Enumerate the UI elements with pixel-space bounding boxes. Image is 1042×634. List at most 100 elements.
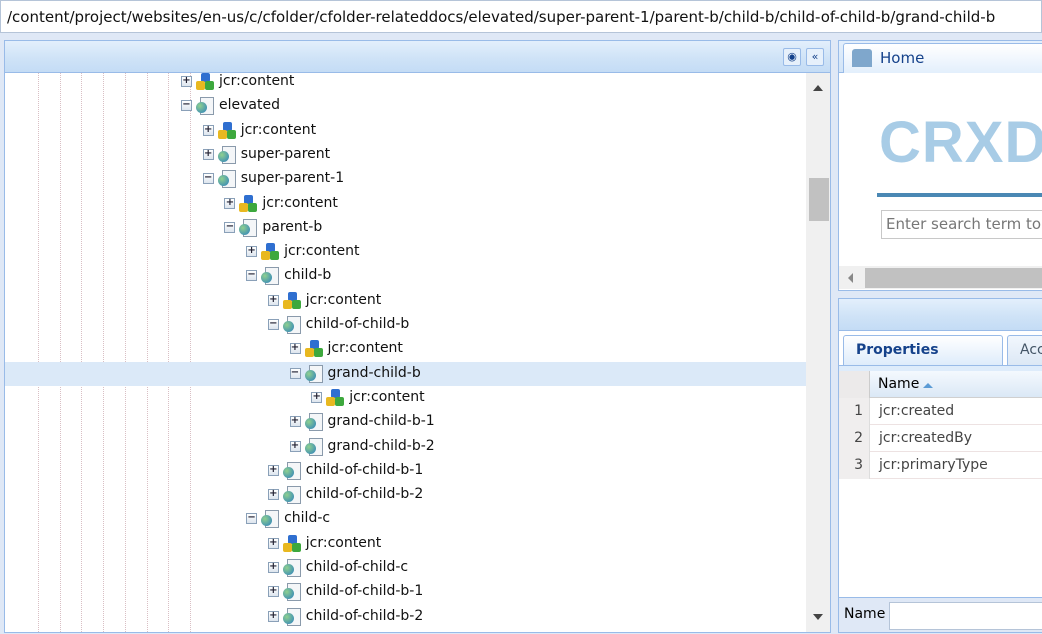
name-input[interactable] xyxy=(889,602,1042,630)
tree-node[interactable]: +jcr:content xyxy=(5,532,807,556)
tree-node[interactable]: + child-of-child-c xyxy=(5,556,807,580)
tree-node[interactable]: + grand-child-b-2 xyxy=(5,435,807,459)
collapse-icon[interactable]: − xyxy=(224,220,236,233)
collapse-icon[interactable]: − xyxy=(202,172,214,185)
expand-icon[interactable]: + xyxy=(267,561,279,573)
collapse-icon[interactable]: − xyxy=(246,269,258,282)
tree-node[interactable]: + jcr:content xyxy=(5,337,807,361)
tree-node[interactable]: −grand-child-b xyxy=(5,361,807,386)
expand-icon[interactable]: + xyxy=(267,585,279,598)
logo-underline xyxy=(877,193,1042,197)
row-number: 1 xyxy=(839,398,870,425)
scroll-up-icon[interactable] xyxy=(813,85,823,91)
collapse-panel-icon[interactable]: « xyxy=(806,48,824,66)
tree-node[interactable]: − child-of-child-b xyxy=(5,313,807,337)
scroll-down-icon[interactable] xyxy=(813,614,823,620)
name-column-header[interactable]: Name xyxy=(878,376,920,392)
scroll-thumb[interactable] xyxy=(809,178,829,221)
expand-icon[interactable]: + xyxy=(202,147,214,160)
tree-node-label: jcr:content xyxy=(327,340,403,357)
tree-node[interactable]: +child-of-child-b-2 xyxy=(5,483,807,507)
tree-node-label: child-c xyxy=(284,510,331,527)
node-content-icon xyxy=(196,73,215,91)
expand-icon[interactable]: + xyxy=(289,439,301,452)
tree-node-label: jcr:content xyxy=(262,194,338,211)
tab-access-control[interactable]: Access Control xyxy=(1007,335,1042,365)
expand-icon[interactable]: + xyxy=(267,463,279,476)
expand-icon[interactable]: + xyxy=(181,75,192,87)
collapse-icon[interactable]: − xyxy=(289,366,301,379)
tree-node[interactable]: +grand-child-b-1 xyxy=(5,410,807,434)
tree-node[interactable]: − child-c xyxy=(5,507,807,531)
tree-node[interactable]: +jcr:content xyxy=(5,386,807,410)
home-icon xyxy=(852,49,872,67)
expand-icon[interactable]: + xyxy=(289,342,301,355)
tree-node-label: super-parent-1 xyxy=(240,170,345,187)
tree-node[interactable]: −elevated xyxy=(5,94,807,118)
expand-icon[interactable]: + xyxy=(202,123,214,136)
scroll-thumb[interactable] xyxy=(865,268,1042,288)
page-icon xyxy=(282,559,302,577)
tree-node[interactable]: −child-b xyxy=(5,264,807,288)
name-label: Name xyxy=(844,606,886,622)
expand-icon[interactable]: + xyxy=(246,245,258,258)
page-icon xyxy=(261,510,280,529)
expand-icon[interactable]: + xyxy=(267,609,279,622)
page-icon xyxy=(261,267,280,286)
page-icon xyxy=(304,437,324,456)
collapse-icon[interactable]: − xyxy=(267,318,279,330)
tree-guide-line xyxy=(168,73,170,632)
expand-icon[interactable]: + xyxy=(267,488,279,501)
tree-node-label: child-of-child-b xyxy=(305,316,410,332)
expand-icon[interactable]: + xyxy=(289,415,301,428)
page-icon xyxy=(282,607,302,626)
tree-node[interactable]: +jcr:content xyxy=(5,240,807,264)
tree-node[interactable]: + jcr:content xyxy=(5,119,807,143)
tree-node[interactable]: +super-parent xyxy=(5,143,807,167)
collapse-icon[interactable]: − xyxy=(246,512,258,525)
expand-icon[interactable]: + xyxy=(311,390,323,403)
page-icon xyxy=(196,97,215,116)
home-panel: Home CRXDE Enter search term to search xyxy=(838,40,1042,291)
tree-guide-line xyxy=(81,73,83,632)
search-input[interactable]: Enter search term to search xyxy=(881,210,1042,239)
tab-properties[interactable]: Properties xyxy=(843,335,1003,365)
tree-node[interactable]: +jcr:content xyxy=(5,73,807,94)
tree-node[interactable]: +child-of-child-b-2 xyxy=(5,605,807,629)
properties-panel: Properties Access Control Name 1jcr:crea… xyxy=(838,298,1042,633)
page-icon xyxy=(282,486,302,505)
tree-node[interactable]: − super-parent-1 xyxy=(5,167,807,191)
collapse-icon[interactable]: − xyxy=(181,99,192,112)
expand-icon[interactable]: + xyxy=(267,536,279,549)
tree-guide-line xyxy=(59,73,61,632)
tree-node-label: parent-b xyxy=(262,218,323,235)
tree-node-label: child-of-child-b-1 xyxy=(305,461,424,478)
tree-node[interactable]: − parent-b xyxy=(5,216,807,240)
tree-node[interactable]: +child-of-child-b-1 xyxy=(5,580,807,604)
expand-icon[interactable]: + xyxy=(267,293,279,306)
grid-header: Name xyxy=(839,371,1042,398)
tree-node-label: grand-child-b-2 xyxy=(327,437,435,454)
row-number: 3 xyxy=(839,452,870,479)
page-icon xyxy=(282,583,302,602)
node-content-icon xyxy=(217,121,237,140)
tree-node[interactable]: + jcr:content xyxy=(5,289,807,313)
address-bar[interactable]: /content/project/websites/en-us/c/cfolde… xyxy=(0,0,1042,33)
page-icon xyxy=(217,170,237,189)
expand-icon[interactable]: + xyxy=(224,196,236,209)
binoculars-icon[interactable]: ◉ xyxy=(783,48,801,66)
tree-node[interactable]: + jcr:content xyxy=(5,192,807,216)
crxde-logo: CRXDE xyxy=(879,110,1042,175)
horizontal-scrollbar[interactable] xyxy=(839,266,1042,289)
tree-node[interactable]: + child-of-child-b-1 xyxy=(5,459,807,483)
page-icon xyxy=(304,364,324,383)
tree-scrollbar[interactable] xyxy=(806,73,830,632)
tree-node-label: child-of-child-c xyxy=(305,559,409,575)
tree-node-label: jcr:content xyxy=(305,291,382,308)
tree-node-label: jcr:content xyxy=(240,121,317,138)
tab-home[interactable]: Home xyxy=(843,43,1042,73)
scroll-left-icon[interactable] xyxy=(848,273,853,283)
